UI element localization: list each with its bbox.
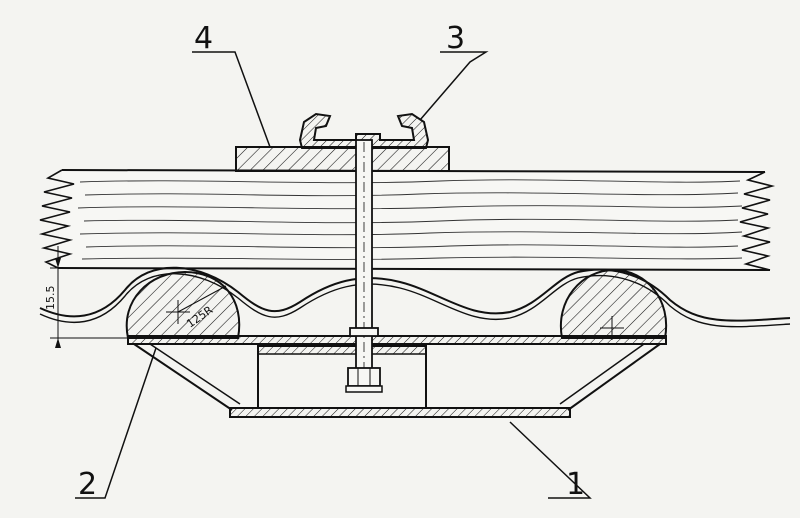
- round-support-right: [559, 268, 668, 340]
- callout-1: 1: [566, 467, 585, 502]
- bottom-bracket: [127, 335, 667, 418]
- bolt: [345, 139, 383, 393]
- dimension-height: [50, 246, 140, 348]
- height-label: 15.5: [44, 286, 57, 311]
- callout-4: 4: [194, 21, 213, 56]
- leader-lines: [75, 51, 592, 499]
- callout-2: 2: [78, 467, 97, 502]
- timber-plank: [38, 169, 776, 271]
- clamp-block: [235, 146, 450, 172]
- callout-3: 3: [446, 21, 465, 56]
- round-support-left: [125, 270, 241, 339]
